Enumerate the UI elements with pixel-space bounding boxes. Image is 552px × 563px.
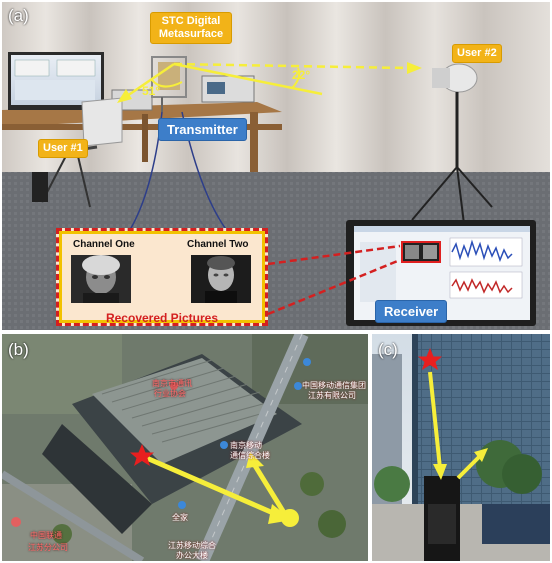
street-scene [372,334,550,561]
map-label: 办公大楼 [176,551,208,560]
channel-one-label: Channel One [73,239,135,250]
map-label: 通信综合楼 [230,451,270,460]
recovered-pictures-box: Channel One Channel Two Recovered Pictur… [56,228,268,326]
channel-two-label: Channel Two [187,239,249,250]
map-label: 南京移动 [230,441,262,450]
map-label: 中国移动通信集团 [302,381,366,390]
link-arrow-down [428,371,442,469]
receiver-location-dot [281,509,299,527]
building-roof-solar [92,358,277,464]
panel-c-street-photo: (c) [372,334,550,561]
map-label: 行业协会 [154,389,186,398]
recovered-pictures-label: Recovered Pictures [105,311,219,325]
lab-scene [2,2,550,330]
panel-letter-c: (c) [378,340,398,359]
user2-tag: User #2 [452,44,502,63]
link-arrow-diagonal [456,454,482,480]
panel-letter-b: (b) [8,340,29,359]
panel-letter-a: (a) [8,6,29,25]
metasurface-location-star [130,444,154,466]
portrait-photo-one [71,255,131,303]
panel-a-lab-photo: (a) STC Digital Metasurface User #2 User… [2,2,550,330]
metasurface-frame [151,56,187,98]
angle-arc-22 [291,67,301,89]
map-label: 江苏分公司 [28,543,68,552]
user1-antenna [81,97,123,147]
angle-label-51: 51° [142,84,161,98]
user1-tag: User #1 [38,139,88,158]
map-label: 全家 [172,513,188,522]
map-label: 江苏有限公司 [308,391,356,400]
metasurface-location-star [418,348,442,370]
link-arrow-yellow-2 [251,462,289,518]
metasurface-tag: STC Digital Metasurface [150,12,232,44]
transmitter-tag: Transmitter [158,118,247,141]
angle-arc-51 [151,79,183,88]
parked-cars [482,504,550,544]
satellite-map [2,334,368,561]
portrait-photo-two [191,255,251,303]
link-arrow-yellow [141,453,281,519]
beam-reference-line [173,62,323,96]
panel-b-satellite-map: (b) 南京市通讯 行业协会 中国移动通信集团 江苏有限公司 南京移动 通信综合… [2,334,368,561]
map-label: 江苏移动综合 [168,541,216,550]
map-label: 中国联通 [30,531,62,540]
angle-label-22: 22° [292,68,311,82]
beam-to-user1 [123,62,175,100]
map-label: 南京市通讯 [152,379,192,388]
receiver-tag: Receiver [375,300,448,323]
